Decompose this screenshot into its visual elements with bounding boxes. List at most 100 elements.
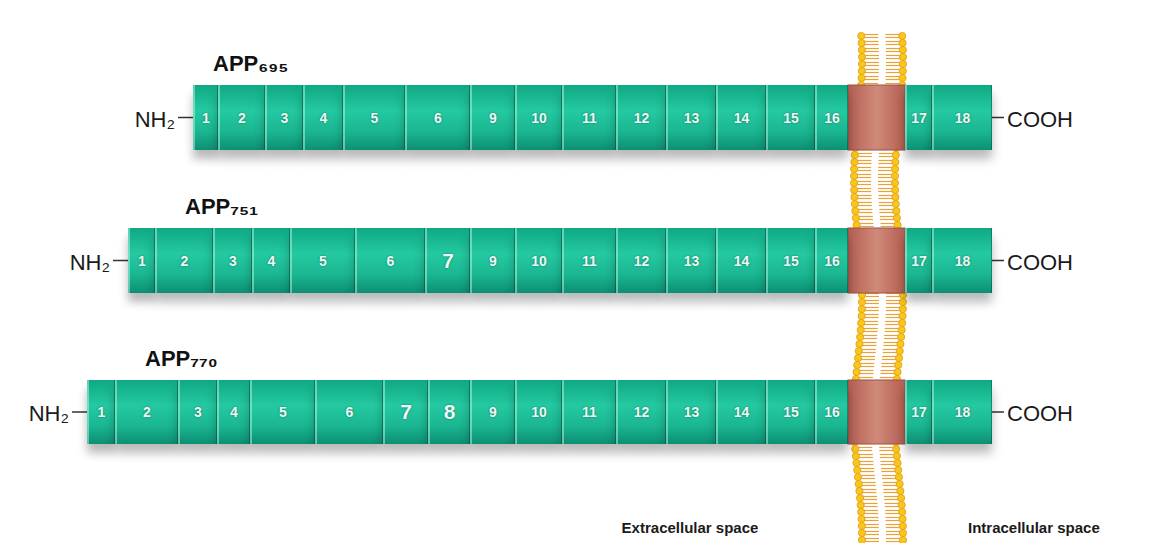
lipid-tail: [859, 377, 873, 378]
lipid-tail: [883, 492, 897, 493]
lipid-tail: [885, 331, 899, 332]
lipid-tail: [883, 342, 897, 343]
lipid-tail: [865, 62, 879, 63]
exon-segment: 3: [178, 380, 217, 444]
lipid-head: [894, 368, 901, 375]
lipid-head: [897, 340, 904, 347]
lipid-head: [893, 207, 900, 214]
lipid-tail: [857, 163, 871, 164]
exon-segment: 15: [766, 380, 815, 444]
exon-segment: 4: [252, 228, 290, 293]
lipid-tail: [883, 352, 897, 353]
lipid-tail: [880, 457, 894, 458]
lipid-tail: [865, 300, 879, 301]
lipid-tail: [865, 314, 879, 315]
c-terminus-label: COOH: [1007, 250, 1073, 276]
lipid-head: [858, 60, 865, 67]
lipid-pair: [854, 473, 902, 480]
lipid-head: [853, 368, 860, 375]
lipid-tail: [881, 461, 895, 462]
exon-segment: 13: [666, 380, 716, 444]
transmembrane-box: [848, 85, 905, 150]
lipid-tail: [879, 447, 893, 448]
lipid-tail: [860, 226, 874, 227]
lipid-tail: [883, 349, 897, 350]
lipid-tail: [884, 335, 898, 336]
transmembrane-domain: [848, 85, 905, 444]
lipid-head: [857, 333, 864, 340]
lipid-tail: [880, 216, 894, 217]
exon-number: 12: [634, 253, 650, 269]
exon-number: 13: [684, 110, 700, 126]
region-label: Extracellular space: [622, 519, 759, 536]
lipid-tail: [885, 513, 899, 514]
exon-segment: 18: [932, 85, 992, 150]
lipid-tail: [858, 202, 872, 203]
exon-segment: 11: [562, 228, 616, 293]
lipid-pair: [852, 445, 900, 452]
lipid-tail: [882, 356, 896, 357]
lipid-tail: [878, 167, 892, 168]
lipid-head: [858, 508, 865, 515]
lipid-head: [851, 200, 858, 207]
lipid-head: [858, 312, 865, 319]
exon-number: 5: [319, 253, 327, 269]
exon-number: 4: [320, 110, 328, 126]
lipid-tail: [859, 216, 873, 217]
lipid-head: [855, 480, 862, 487]
lipid-tail: [858, 447, 872, 448]
exon-number: 18: [955, 110, 971, 126]
lipid-tail: [878, 191, 892, 192]
lipid-head: [854, 361, 861, 368]
lipid-tail: [881, 363, 895, 364]
c-terminus-label: COOH: [1007, 107, 1073, 133]
exon-number: 5: [279, 404, 287, 420]
exon-segment: 5: [343, 85, 405, 150]
lipid-head: [899, 522, 906, 529]
lipid-head: [858, 522, 865, 529]
lipid-tail: [880, 454, 894, 455]
lipid-head: [858, 515, 865, 522]
lipid-head: [899, 60, 906, 67]
lipid-head: [898, 326, 905, 333]
exon-number: 11: [582, 253, 597, 269]
exon-segment: 10: [515, 85, 562, 150]
lipid-tail: [865, 317, 879, 318]
lipid-pair: [857, 501, 905, 508]
lipid-pair: [858, 67, 906, 74]
lipid-pair: [858, 53, 906, 60]
lipid-tail: [881, 464, 895, 465]
lipid-tail: [878, 198, 892, 199]
exon-number: 11: [582, 110, 597, 126]
lipid-tail: [861, 356, 875, 357]
lipid-head: [895, 354, 902, 361]
terminus-line: [992, 411, 1004, 413]
lipid-head: [858, 67, 865, 74]
lipid-tail: [865, 72, 879, 73]
lipid-tail: [886, 69, 900, 70]
lipid-tail: [865, 527, 879, 528]
exon-segment: 14: [716, 228, 766, 293]
lipid-pair: [858, 522, 906, 529]
lipid-tail: [865, 531, 879, 532]
lipid-pair: [858, 305, 906, 312]
lipid-tail: [857, 191, 871, 192]
lipid-head: [895, 473, 902, 480]
lipid-tail: [879, 212, 893, 213]
lipid-pair: [850, 179, 898, 186]
exon-segment: 3: [213, 228, 252, 293]
region-label: Intracellular space: [968, 519, 1100, 536]
lipid-tail: [862, 352, 876, 353]
lipid-tail: [879, 153, 893, 154]
exon-number: 12: [634, 110, 650, 126]
exon-segment: 1: [193, 85, 218, 150]
lipid-tail: [858, 450, 872, 451]
lipid-tail: [862, 482, 876, 483]
lipid-tail: [881, 471, 895, 472]
lipid-tail: [859, 454, 873, 455]
lipid-tail: [886, 44, 900, 45]
lipid-pair: [857, 326, 905, 333]
lipid-tail: [865, 538, 879, 539]
exon-number: 15: [783, 110, 799, 126]
lipid-head: [858, 529, 865, 536]
